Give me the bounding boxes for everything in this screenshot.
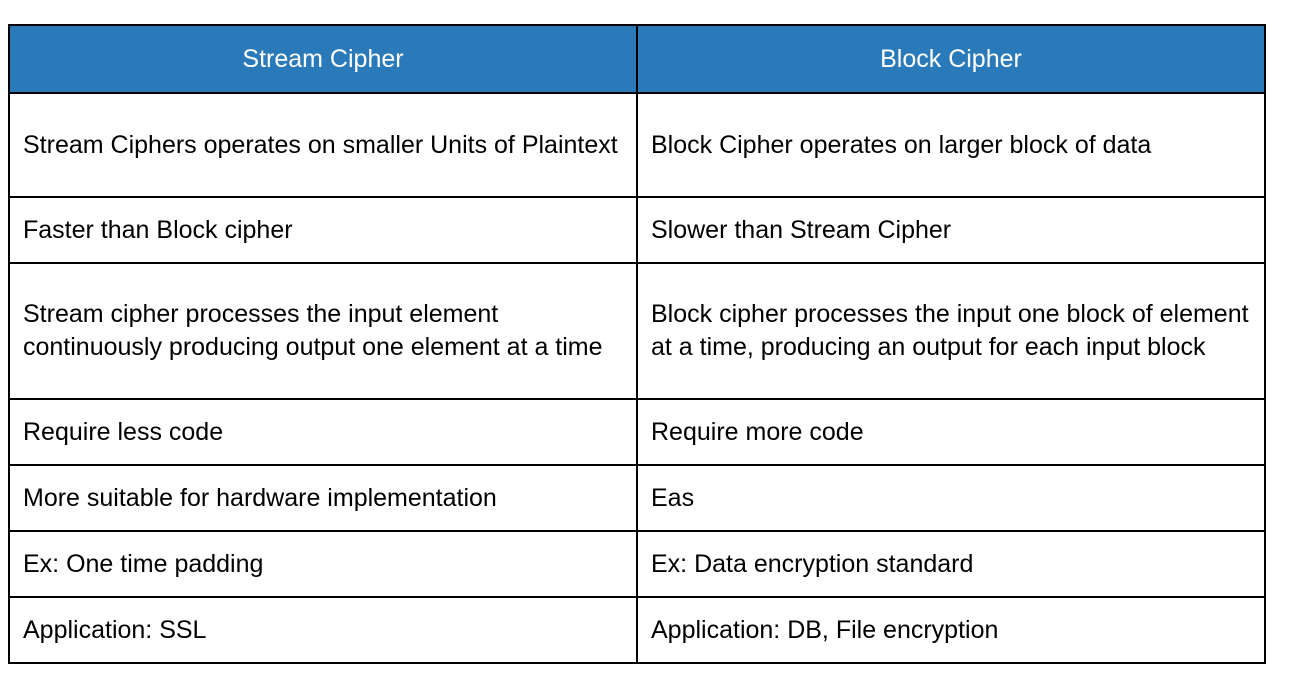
- cell-stream-cipher-3: Stream cipher processes the input elemen…: [8, 262, 638, 400]
- cell-block-cipher-1: Block Cipher operates on larger block of…: [636, 92, 1266, 198]
- table-body: Stream Ciphers operates on smaller Units…: [8, 92, 1266, 664]
- cell-stream-cipher-2: Faster than Block cipher: [8, 196, 638, 264]
- table-row: Stream Ciphers operates on smaller Units…: [8, 92, 1266, 198]
- table-row: Faster than Block cipher Slower than Str…: [8, 196, 1266, 264]
- table-row: Stream cipher processes the input elemen…: [8, 262, 1266, 400]
- table-header: Stream Cipher Block Cipher: [8, 24, 1266, 94]
- cell-block-cipher-6: Ex: Data encryption standard: [636, 530, 1266, 598]
- cell-block-cipher-4: Require more code: [636, 398, 1266, 466]
- cell-stream-cipher-6: Ex: One time padding: [8, 530, 638, 598]
- table-header-row: Stream Cipher Block Cipher: [8, 24, 1266, 94]
- cell-block-cipher-3: Block cipher processes the input one blo…: [636, 262, 1266, 400]
- cell-stream-cipher-5: More suitable for hardware implementatio…: [8, 464, 638, 532]
- table-row: Require less code Require more code: [8, 398, 1266, 466]
- cell-stream-cipher-4: Require less code: [8, 398, 638, 466]
- cell-block-cipher-5: Eas: [636, 464, 1266, 532]
- table-row: Ex: One time padding Ex: Data encryption…: [8, 530, 1266, 598]
- cell-stream-cipher-1: Stream Ciphers operates on smaller Units…: [8, 92, 638, 198]
- cell-block-cipher-7: Application: DB, File encryption: [636, 596, 1266, 664]
- cell-block-cipher-2: Slower than Stream Cipher: [636, 196, 1266, 264]
- column-header-stream-cipher: Stream Cipher: [8, 24, 638, 94]
- cell-stream-cipher-7: Application: SSL: [8, 596, 638, 664]
- table-row: More suitable for hardware implementatio…: [8, 464, 1266, 532]
- column-header-block-cipher: Block Cipher: [636, 24, 1266, 94]
- cipher-comparison-table: Stream Cipher Block Cipher Stream Cipher…: [8, 24, 1266, 664]
- table-row: Application: SSL Application: DB, File e…: [8, 596, 1266, 664]
